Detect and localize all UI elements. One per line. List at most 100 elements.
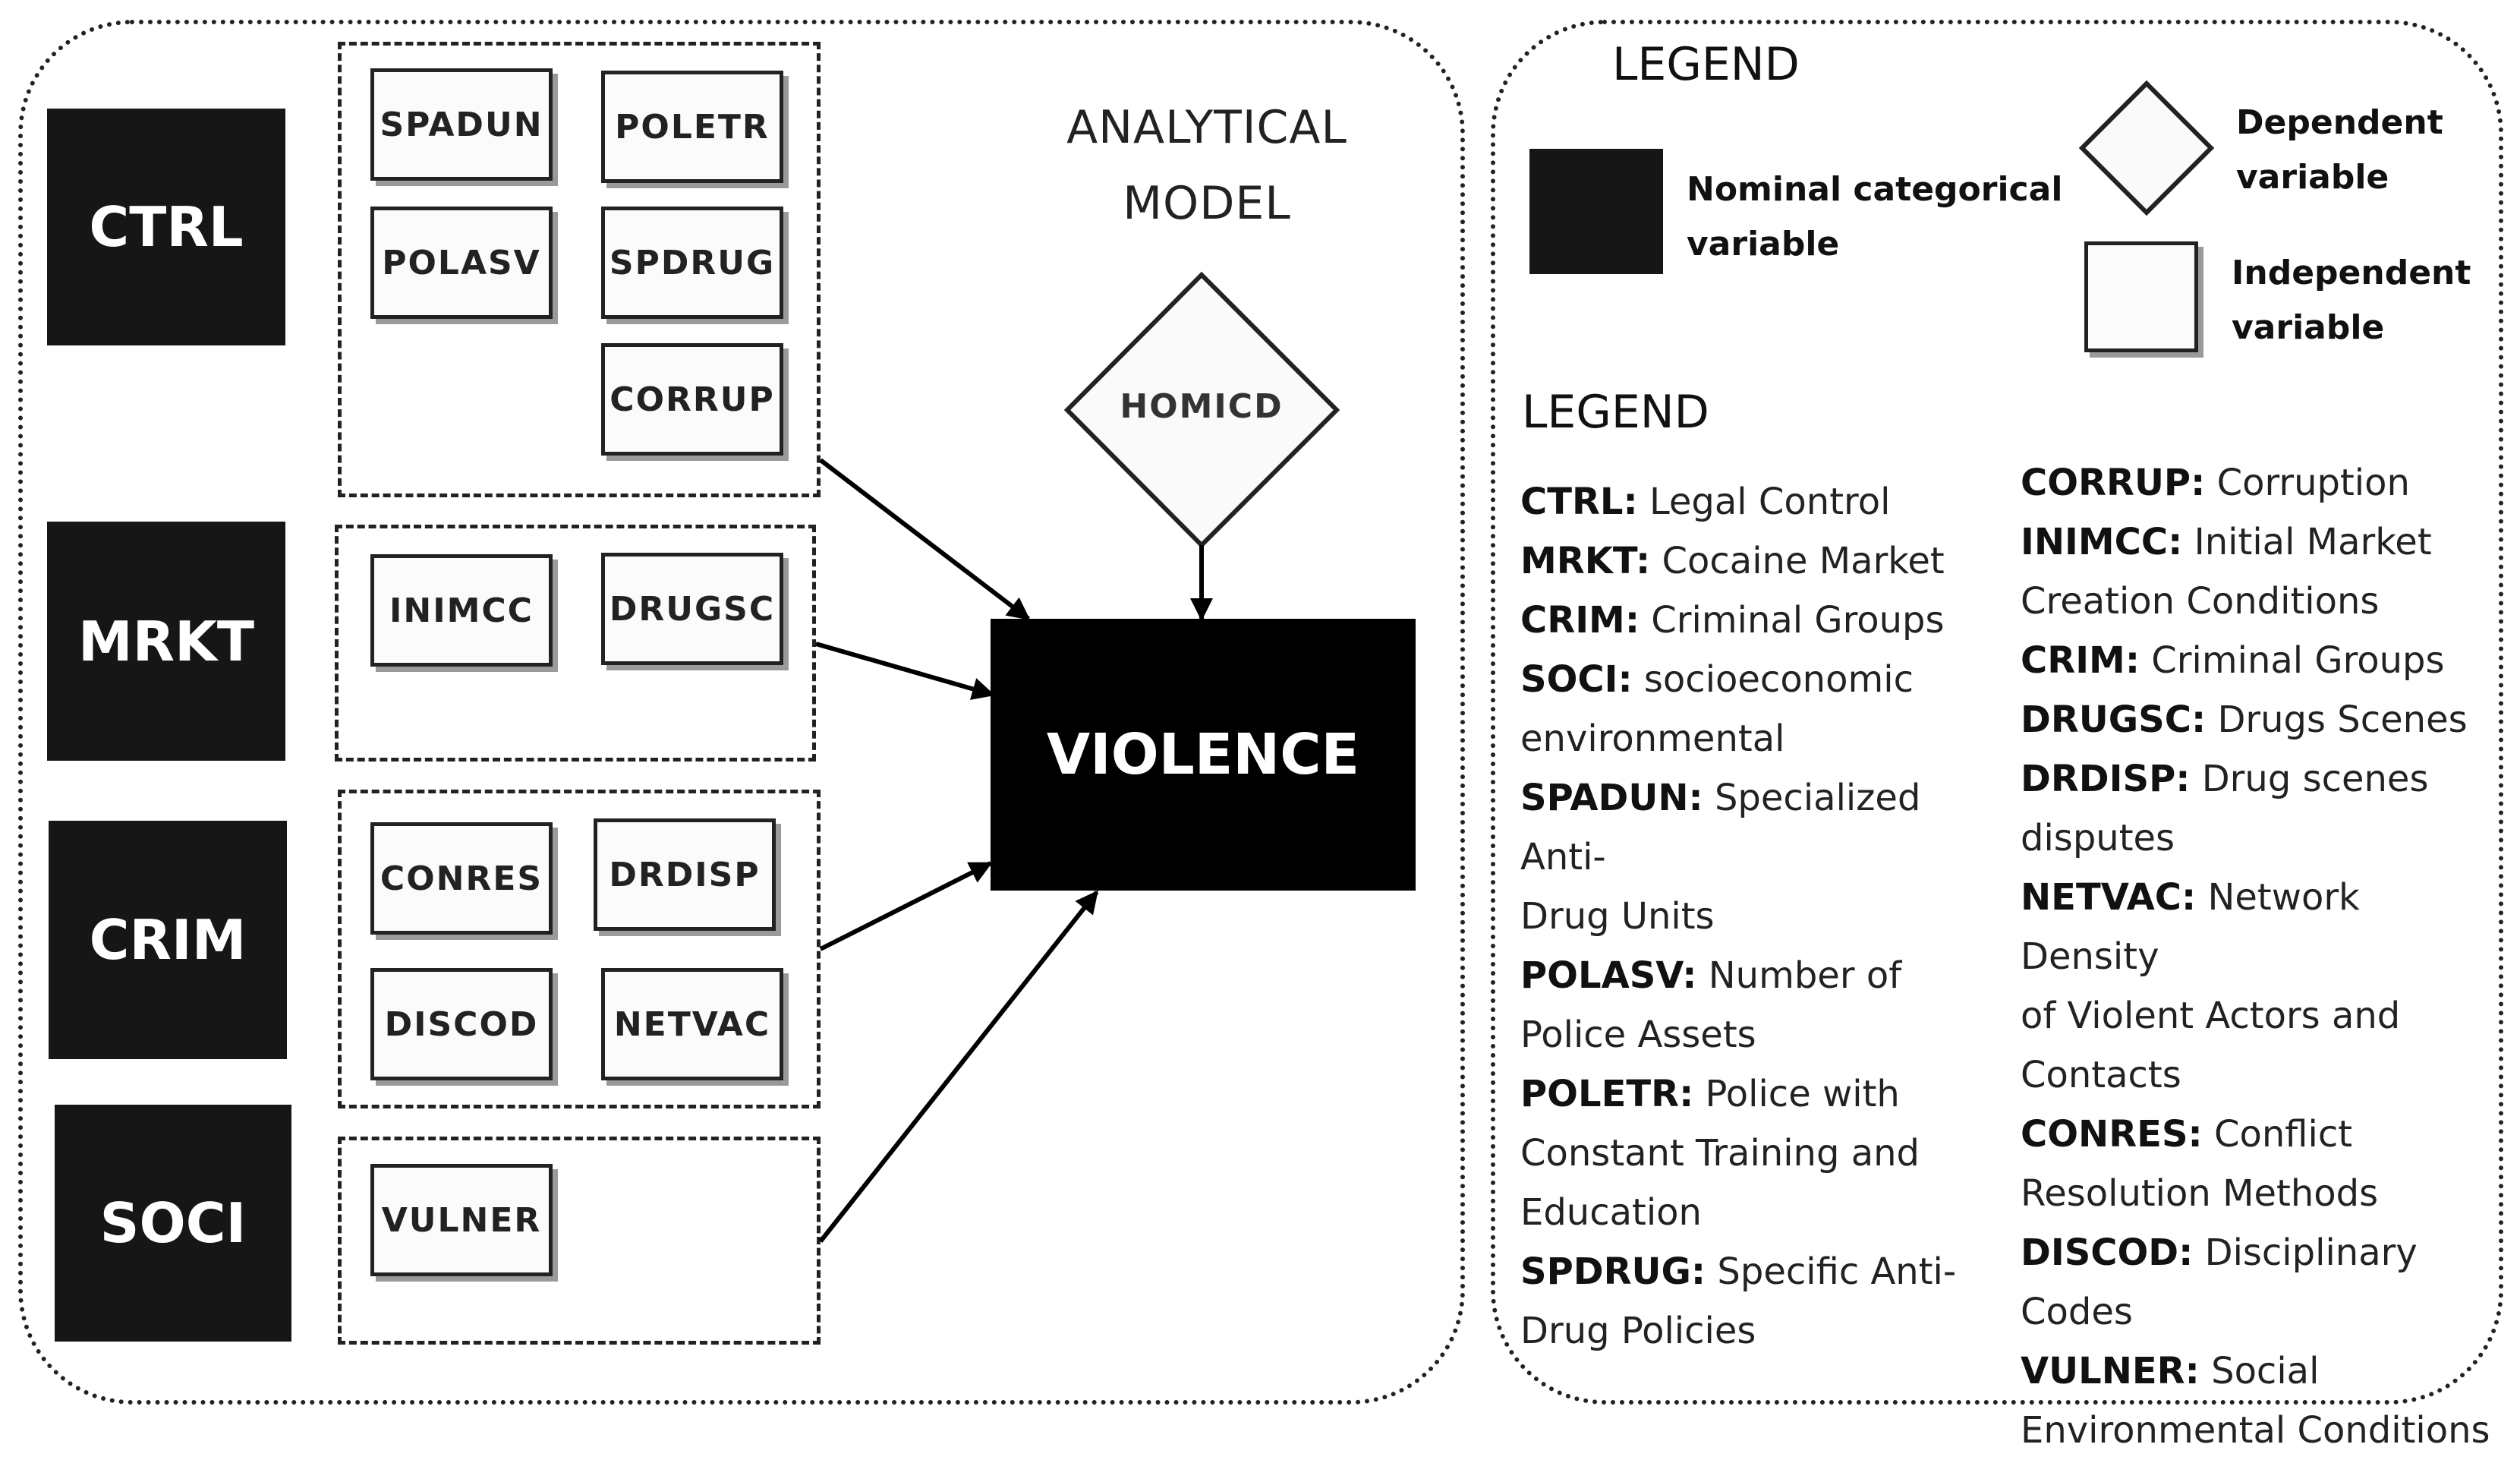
variable-vulner: VULNER [370, 1164, 553, 1276]
model-panel [18, 20, 1465, 1405]
legend-entry-key: SOCI: [1520, 658, 1633, 701]
legend-entry-key: SPDRUG: [1520, 1250, 1706, 1293]
legend-entry: CTRL: Legal Control [1520, 472, 2014, 531]
legend-entry: POLASV: Number of Police Assets [1520, 946, 2014, 1064]
legend-entry-text: socioeconomic [1643, 658, 1914, 701]
legend-entry-text: Specific Anti- [1717, 1250, 1957, 1293]
category-soci-label: SOCI [99, 1191, 247, 1255]
group-mrkt [335, 525, 816, 762]
legend-entry-key: NETVAC: [2021, 876, 2197, 919]
legend-entry-text: Constant Training and [1520, 1132, 1920, 1175]
legend-entry-text: Creation Conditions [2021, 580, 2380, 623]
legend-independent-swatch [2084, 241, 2198, 352]
legend-entry-key: SPADUN: [1520, 777, 1703, 819]
legend-entry-text: Drug Units [1520, 895, 1715, 938]
category-crim: CRIM [49, 821, 287, 1059]
variable-discod: DISCOD [370, 968, 553, 1080]
variable-spadun: SPADUN [370, 68, 553, 181]
legend-entry-text: Disciplinary Codes [2021, 1231, 2418, 1333]
variable-drugsc: DRUGSC [601, 553, 783, 665]
outcome-violence-label: VIOLENCE [1046, 722, 1360, 787]
legend-entry-text: Criminal Groups [2151, 639, 2445, 682]
legend-entry-text: Corruption [2216, 462, 2410, 504]
legend-entry-key: DISCOD: [2021, 1231, 2194, 1274]
variable-inimcc: INIMCC [370, 554, 553, 667]
legend-entry: SPDRUG: Specific Anti- Drug Policies [1520, 1242, 2014, 1361]
category-soci: SOCI [55, 1105, 291, 1342]
variable-poletr: POLETR [601, 71, 783, 183]
legend-nominal-swatch [1529, 149, 1663, 274]
variable-drdisp: DRDISP [594, 818, 776, 931]
category-ctrl-label: CTRL [89, 195, 244, 259]
group-soci [338, 1137, 821, 1345]
category-crim-label: CRIM [89, 908, 247, 972]
legend-entry: NETVAC: Network Density of Violent Actors… [2021, 868, 2506, 1105]
legend-entry: CORRUP: Corruption [2021, 453, 2506, 512]
group-crim [338, 790, 821, 1108]
legend-entry-key: CONRES: [2021, 1113, 2203, 1156]
dependent-variable-homicd: HOMICD [1120, 387, 1284, 426]
legend-entry-key: INIMCC: [2021, 521, 2183, 563]
legend-entry-text: Conflict [2213, 1113, 2353, 1156]
variable-polasv: POLASV [370, 207, 553, 319]
legend-entry: DRUGSC: Drugs Scenes [2021, 690, 2506, 749]
legend-entry-text: of Violent Actors and [2021, 995, 2401, 1037]
legend-entry-text: Cocaine Market [1662, 540, 1945, 582]
variable-spdrug: SPDRUG [601, 207, 783, 319]
legend-dependent-swatch [2078, 80, 2215, 216]
legend-entry-text: disputes [2021, 817, 2175, 859]
legend-entry-key: CTRL: [1520, 481, 1638, 523]
category-mrkt: MRKT [47, 522, 285, 761]
legend-entry-text: Initial Market [2194, 521, 2432, 563]
legend-entry: CRIM: Criminal Groups [1520, 591, 2014, 650]
legend-entry-key: CRIM: [1520, 599, 1640, 642]
legend-entry-text: Drug Policies [1520, 1310, 1756, 1352]
legend-heading-symbols: LEGEND [1612, 38, 1800, 91]
legend-heading-abbreviations: LEGEND [1522, 386, 1709, 439]
legend-entry-text: Specialized Anti- [1520, 777, 1921, 878]
variable-corrup: CORRUP [601, 343, 783, 456]
category-mrkt-label: MRKT [78, 609, 254, 673]
legend-entry-key: POLASV: [1520, 954, 1697, 997]
model-title: ANALYTICAL MODEL [987, 90, 1427, 241]
legend-entry-key: CORRUP: [2021, 462, 2206, 504]
legend-entry-text: Education [1520, 1191, 1702, 1234]
variable-netvac: NETVAC [601, 968, 783, 1080]
legend-entry: DRDISP: Drug scenes disputes [2021, 749, 2506, 868]
legend-entry: CRIM: Criminal Groups [2021, 631, 2506, 690]
legend-entry-text: Drug scenes [2201, 758, 2429, 800]
legend-entry-text: Environmental Conditions [2021, 1409, 2490, 1452]
legend-independent-label: Independent variable [2232, 254, 2471, 347]
group-ctrl [338, 42, 821, 497]
legend-entry-key: CRIM: [2021, 639, 2140, 682]
legend-entry-text: Social [2211, 1350, 2320, 1392]
legend-entry-text: Criminal Groups [1651, 599, 1945, 642]
legend-entry-text: Number of [1708, 954, 1902, 997]
legend-entry-key: MRKT: [1520, 540, 1651, 582]
legend-entry: MRKT: Cocaine Market [1520, 531, 2014, 591]
legend-entry: SOCI: socioeconomic environmental [1520, 650, 2014, 768]
legend-dependent-label: Dependent variable [2236, 103, 2443, 197]
model-title-line1: ANALYTICAL [1066, 101, 1347, 154]
legend-entry-text: Legal Control [1649, 481, 1891, 523]
legend-entry-text: Drugs Scenes [2217, 698, 2468, 741]
category-ctrl: CTRL [47, 109, 285, 345]
legend-panel [1491, 20, 2503, 1405]
legend-entry-text: environmental [1520, 717, 1785, 760]
legend-entry-text: Network Density [2021, 876, 2360, 978]
legend-entry-text: Police with [1705, 1073, 1900, 1115]
legend-entry-text: Contacts [2021, 1054, 2181, 1096]
legend-entry-key: POLETR: [1520, 1073, 1694, 1115]
legend-entry-text: Police Assets [1520, 1014, 1756, 1056]
model-title-line2: MODEL [1123, 177, 1291, 230]
legend-entry-key: DRUGSC: [2021, 698, 2207, 741]
legend-entry-key: DRDISP: [2021, 758, 2191, 800]
legend-entry: SPADUN: Specialized Anti- Drug Units [1520, 768, 2014, 946]
legend-entry-key: VULNER: [2021, 1350, 2200, 1392]
legend-nominal-label: Nominal categorical variable [1687, 170, 2063, 263]
